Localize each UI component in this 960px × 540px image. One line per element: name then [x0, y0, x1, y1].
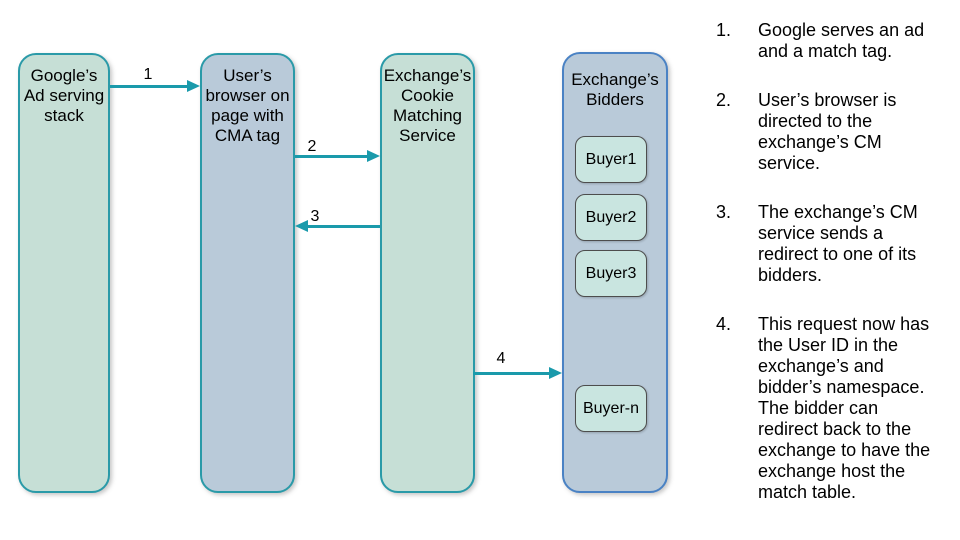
node-exchange-bidders-label: Exchange’s Bidders — [571, 70, 659, 109]
step-2-text: User’s browser is directed to the exchan… — [758, 90, 897, 173]
step-4-text: This request now has the User ID in the … — [758, 314, 931, 502]
buyer-box-n-label: Buyer-n — [582, 399, 640, 417]
step-2-number: 2. — [716, 90, 732, 110]
node-cm-service: Exchange’s Cookie Matching Service — [380, 53, 475, 493]
arrow-3-head-icon — [295, 220, 308, 232]
arrow-2-label: 2 — [307, 138, 317, 155]
node-google-ad-stack-label: Google’s Ad serving stack — [23, 66, 105, 125]
step-item-2: 2. User’s browser is directed to the exc… — [716, 90, 956, 174]
buyer-box-2: Buyer2 — [575, 194, 647, 241]
arrow-2-shaft — [295, 155, 367, 158]
step-4-number: 4. — [716, 314, 732, 334]
arrow-4-label: 4 — [496, 350, 506, 367]
arrow-3-shaft — [308, 225, 380, 228]
arrow-4-head-icon — [549, 367, 562, 379]
node-user-browser-label: User’s browser on page with CMA tag — [205, 66, 290, 145]
buyer-box-3-label: Buyer3 — [585, 264, 637, 282]
node-user-browser: User’s browser on page with CMA tag — [200, 53, 295, 493]
buyer-box-2-label: Buyer2 — [585, 208, 637, 226]
buyer-box-n: Buyer-n — [575, 385, 647, 432]
step-item-3: 3. The exchange’s CM service sends a red… — [716, 202, 956, 286]
buyer-box-1: Buyer1 — [575, 136, 647, 183]
steps-list: 1. Google serves an ad and a match tag. … — [716, 20, 956, 531]
step-item-4: 4. This request now has the User ID in t… — [716, 314, 956, 503]
arrow-3-label: 3 — [310, 208, 320, 225]
node-cm-service-label: Exchange’s Cookie Matching Service — [383, 66, 472, 145]
step-3-text: The exchange’s CM service sends a redire… — [758, 202, 918, 285]
node-exchange-bidders: Exchange’s Bidders Buyer1 Buyer2 Buyer3 … — [562, 52, 668, 493]
node-google-ad-stack: Google’s Ad serving stack — [18, 53, 110, 493]
arrow-1-label: 1 — [143, 66, 153, 83]
buyer-box-1-label: Buyer1 — [585, 150, 637, 168]
arrow-2-head-icon — [367, 150, 380, 162]
step-3-number: 3. — [716, 202, 732, 222]
step-item-1: 1. Google serves an ad and a match tag. — [716, 20, 956, 62]
arrow-1-head-icon — [187, 80, 200, 92]
arrow-4-shaft — [473, 372, 549, 375]
step-1-text: Google serves an ad and a match tag. — [758, 20, 925, 61]
step-1-number: 1. — [716, 20, 732, 40]
buyer-box-3: Buyer3 — [575, 250, 647, 297]
arrow-1-shaft — [110, 85, 187, 88]
